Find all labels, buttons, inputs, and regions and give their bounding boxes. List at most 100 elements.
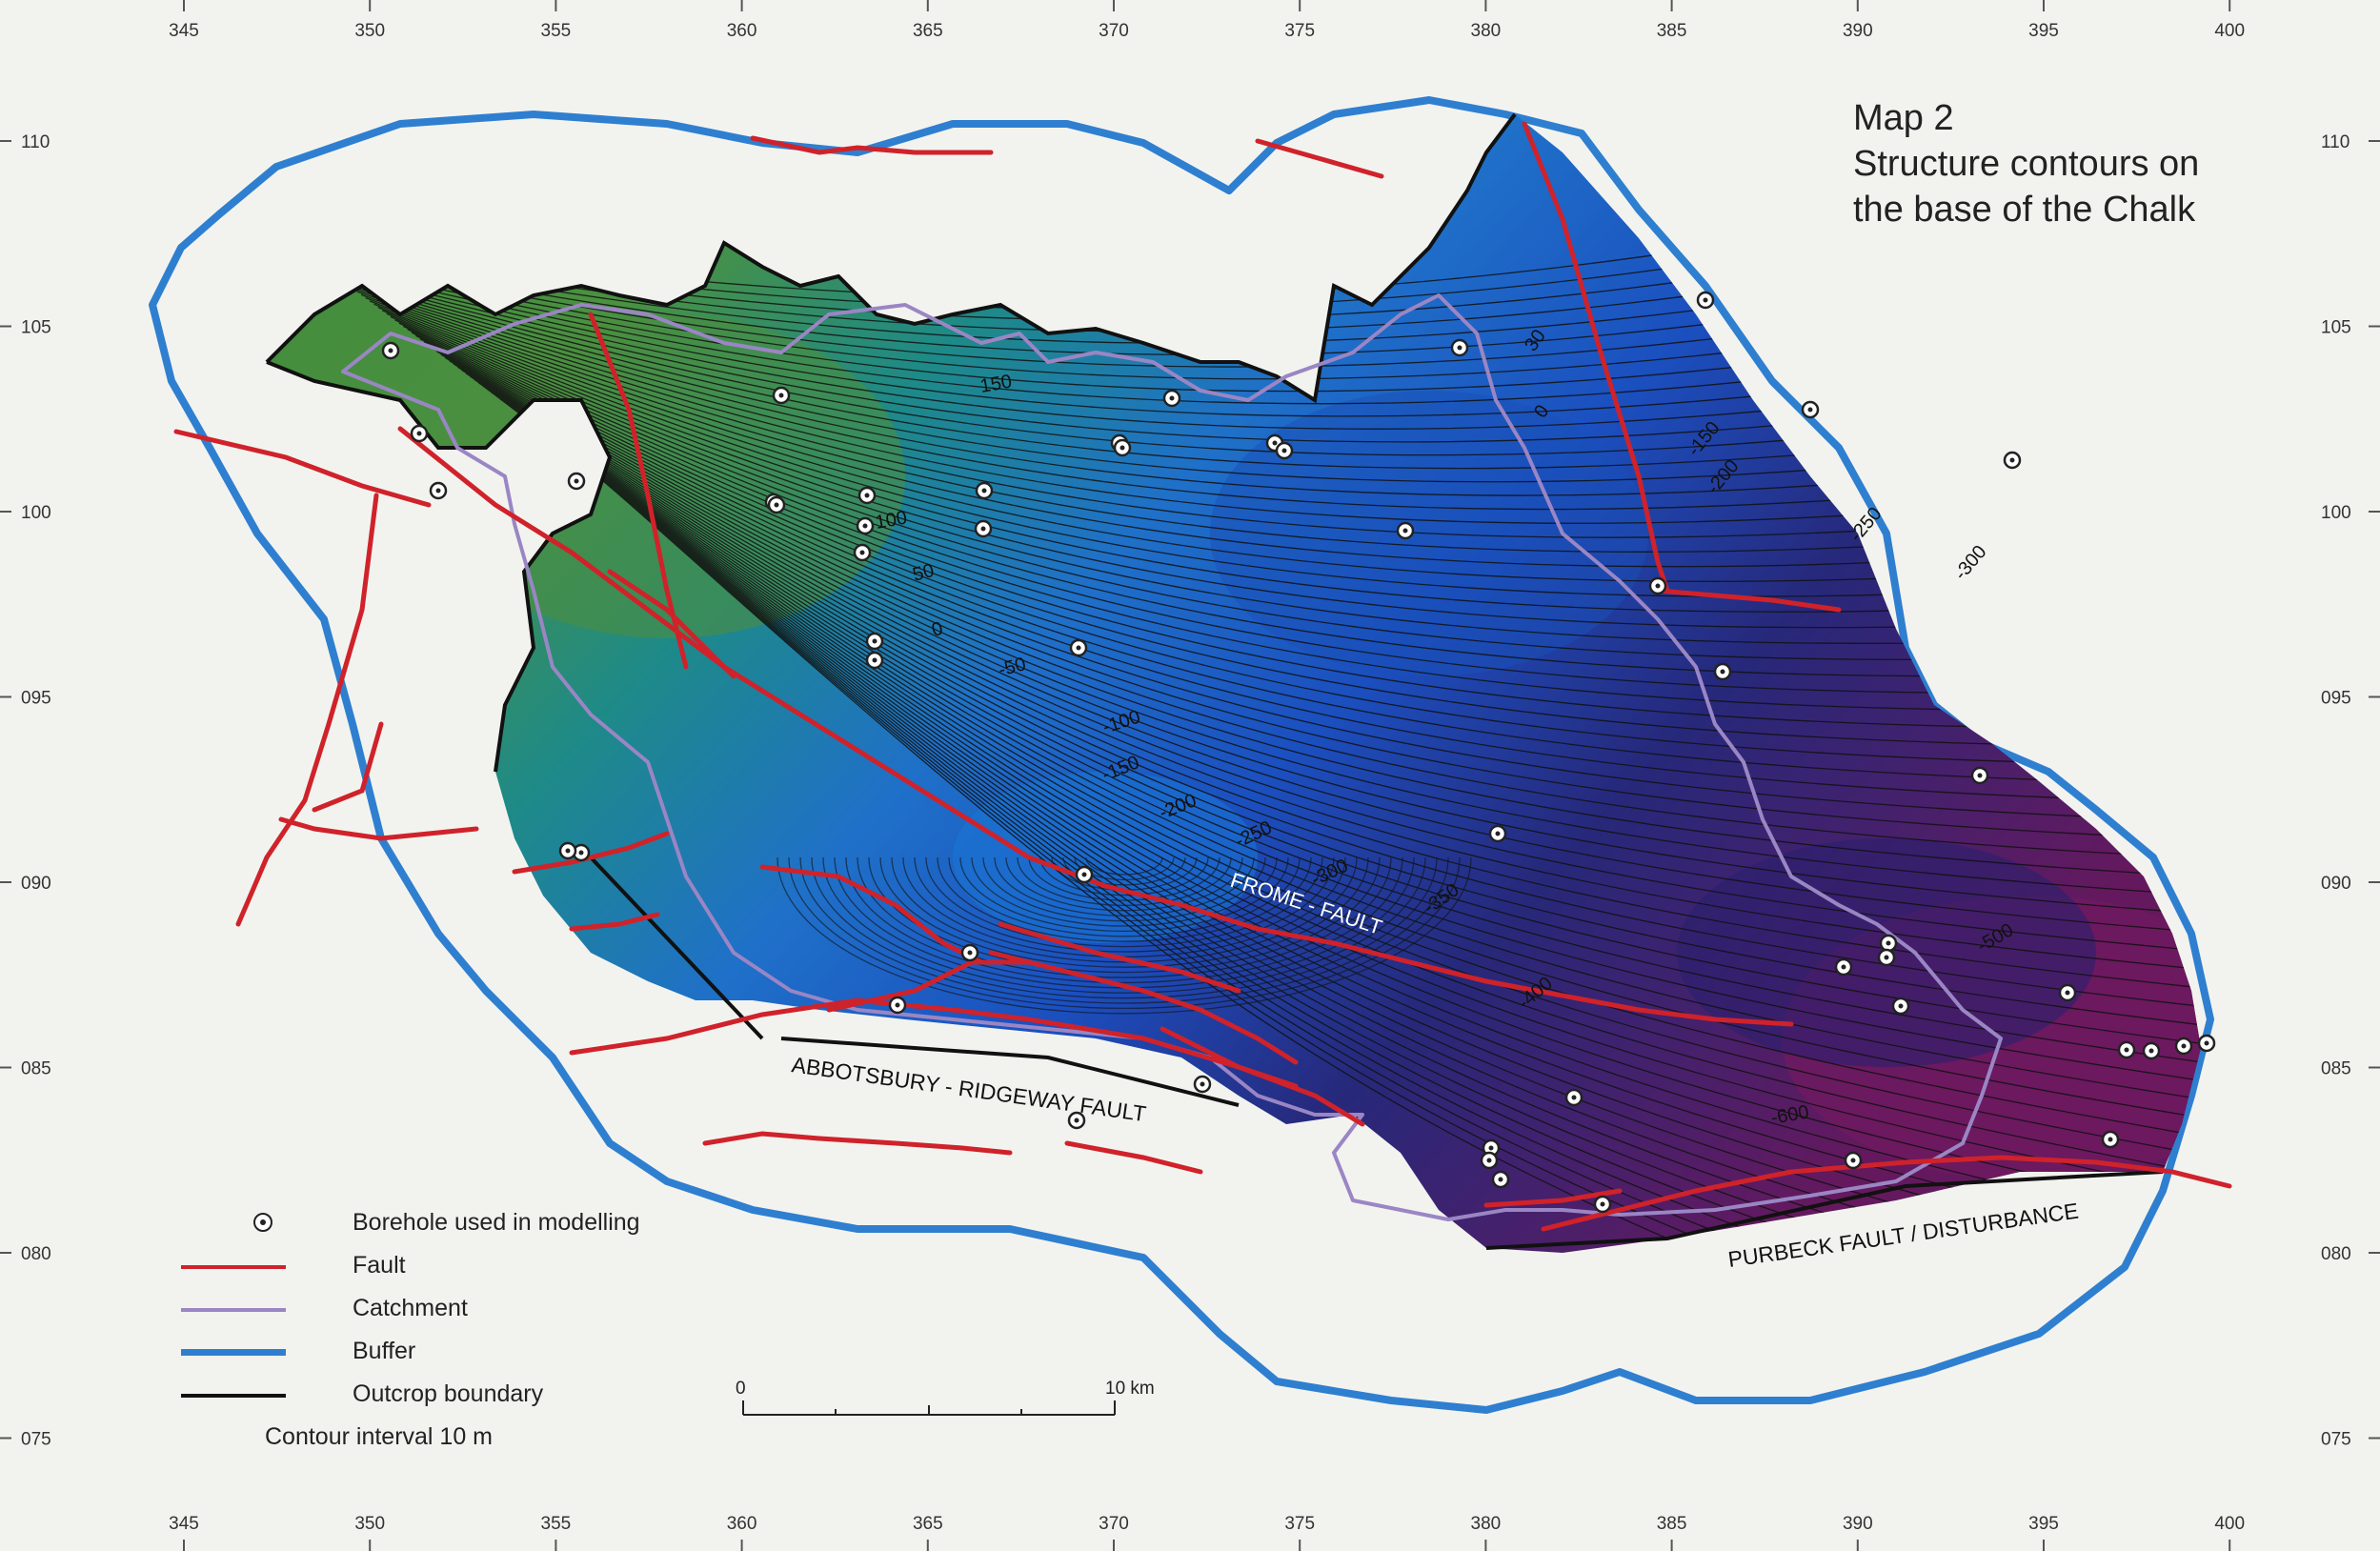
borehole-dot [1841, 964, 1846, 970]
contour-line [1017, 856, 1232, 907]
y-tick-label: 075 [2321, 1430, 2351, 1450]
x-tick-label: 375 [1284, 21, 1315, 41]
catchment-boundary [341, 293, 2003, 1221]
map-title: Map 2 Structure contours on the base of … [1853, 95, 2199, 232]
contour-line [428, 344, 2201, 785]
legend-outcrop: Outcrop boundary [181, 1377, 715, 1415]
borehole-dot [2124, 1047, 2129, 1053]
x-tick-label: 385 [1657, 1514, 1687, 1534]
title-line-3: the base of the Chalk [1853, 190, 2196, 230]
fault-east-branch [1655, 588, 1842, 613]
borehole-dot [1495, 831, 1501, 836]
scale-bar [742, 1400, 1116, 1416]
borehole-dot [1703, 297, 1708, 303]
borehole-dot [1081, 872, 1087, 877]
borehole-dot [1169, 395, 1175, 401]
borehole-dot [388, 348, 393, 353]
y-tick-label: 105 [2321, 318, 2351, 338]
contour-line [1039, 856, 1209, 896]
x-tick-label: 390 [1843, 21, 1873, 41]
borehole-dot [859, 550, 865, 555]
fault-s-long [759, 864, 984, 965]
borehole-dot [1571, 1095, 1577, 1100]
x-tick-label: 360 [727, 21, 757, 41]
contour-line [982, 856, 1266, 922]
contour-line [533, 423, 2201, 1253]
contour-line [377, 306, 2201, 582]
y-tick-label: 100 [21, 503, 51, 523]
borehole-dot [1488, 1145, 1494, 1151]
contour-line [386, 312, 2201, 613]
outcrop-line-icon [181, 1394, 286, 1398]
borehole-dot [1457, 345, 1462, 351]
borehole-dot [2181, 1043, 2187, 1049]
contour-line [373, 303, 2201, 568]
contour-line [1005, 856, 1243, 912]
contour-line [788, 856, 1461, 1010]
borehole-icon [253, 1213, 272, 1232]
x-tick-label: 375 [1284, 1514, 1315, 1534]
borehole-dot [1977, 773, 1983, 778]
borehole-dot [574, 478, 579, 484]
boreholes [381, 291, 2216, 1214]
borehole-dot [1200, 1081, 1205, 1087]
contour-line [811, 856, 1438, 999]
contour-line [512, 407, 2201, 1162]
contour-line [566, 448, 2201, 1253]
contour-line [449, 360, 2201, 879]
fault-mid [607, 569, 736, 679]
borehole-dot [416, 431, 422, 436]
contour-line [381, 310, 2201, 597]
contour-line [857, 856, 1392, 978]
borehole-dot [774, 502, 779, 508]
borehole-dot [2009, 457, 2015, 463]
contour-label: 0 [930, 618, 945, 641]
legend-catchment: Catchment [181, 1291, 715, 1329]
contour-line [365, 297, 2201, 538]
x-tick-label: 400 [2214, 1514, 2245, 1534]
contour-line [402, 325, 2201, 677]
title-line-1: Map 2 [1853, 98, 1954, 138]
borehole-dot [1402, 528, 1408, 534]
fault-line-icon [181, 1265, 286, 1269]
contour-line [411, 332, 2201, 712]
borehole-dot [435, 488, 441, 494]
borehole-dot [2148, 1048, 2154, 1054]
y-tick-label: 110 [2321, 132, 2350, 152]
contour-line [994, 856, 1255, 916]
borehole-dot [862, 523, 868, 529]
contour-line [868, 856, 1381, 974]
borehole-dot [864, 493, 870, 498]
outcrop-boundary [265, 112, 2164, 1250]
fault-s-inner1 [988, 950, 1299, 1065]
fault-coast-s2 [1064, 1140, 1203, 1175]
legend-borehole: Borehole used in modelling [181, 1205, 715, 1243]
contour-line [470, 375, 2201, 974]
contour-line [520, 413, 2201, 1200]
legend-label: Fault [353, 1252, 406, 1279]
contour-line [1085, 856, 1163, 876]
fault-north-1 [750, 135, 994, 155]
contour-line [394, 319, 2201, 644]
borehole-dot [1850, 1158, 1856, 1163]
y-tick-label: 095 [2321, 689, 2351, 709]
borehole-dot [872, 638, 877, 644]
contour-line [465, 373, 2201, 956]
x-tick-label: 345 [169, 21, 199, 41]
x-tick-label: 365 [913, 1514, 943, 1534]
contour-line [494, 394, 2201, 1087]
x-tick-label: 350 [354, 21, 385, 41]
y-tick-label: 075 [21, 1430, 51, 1450]
contour-line [948, 856, 1301, 937]
contour-line [440, 353, 2201, 842]
fault-abbotsbury-2 [826, 959, 1032, 1013]
contour-line [570, 451, 2201, 1253]
borehole-dot [1600, 1201, 1605, 1207]
fault-s-inner2 [998, 921, 1241, 994]
borehole-dot [1898, 1003, 1904, 1009]
